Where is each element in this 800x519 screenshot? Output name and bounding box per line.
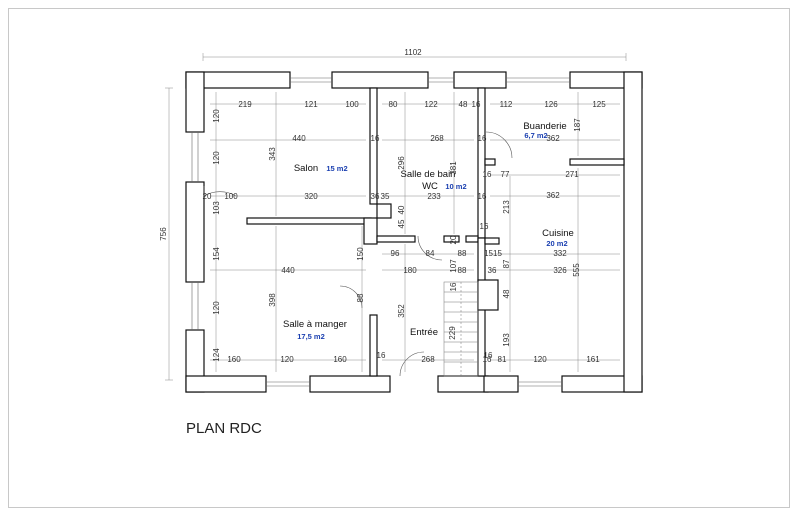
dim-sdb-top-4: 16 [472, 100, 481, 109]
dim-hall-4: 1515 [484, 249, 502, 258]
dim-cuis-left-3: 193 [502, 333, 511, 347]
dim-hall-3: 88 [458, 249, 467, 258]
dim-salon-left-2: 120 [212, 151, 221, 165]
dim-entree-height: 352 [397, 304, 406, 318]
outer-walls [185, 71, 643, 393]
dim-hall-v-2: 16 [449, 282, 458, 291]
dim-cuis-left-1: 87 [502, 259, 511, 268]
dim-sdb-width: 268 [430, 134, 444, 143]
dim-salon-bottom-2: 100 [224, 192, 238, 201]
dim-salon-height: 343 [268, 147, 277, 161]
dim-cuis-bottom-4: 161 [586, 355, 600, 364]
room-area-cuisine: 20 m2 [546, 239, 567, 248]
dim-entree-side-1: 16 [377, 351, 386, 360]
room-name-buanderie: Buanderie [523, 121, 566, 132]
dim-cuis-bottom-2: 81 [498, 355, 507, 364]
dim-cuis-left-2: 48 [502, 289, 511, 298]
dim-sam-height-1: 398 [268, 293, 277, 307]
dim-sam-height-2: 150 [356, 247, 365, 261]
dim-sdb-top-2: 122 [424, 100, 438, 109]
dim-buan-top-1: 112 [500, 100, 513, 109]
room-area-wc: 10 m2 [445, 182, 466, 191]
dim-cuis-height-2: 555 [572, 263, 581, 277]
dim-buan-top-3: 125 [592, 100, 606, 109]
dim-stair: 229 [448, 326, 457, 340]
dim-corridor-1: 45 [397, 219, 406, 228]
dim-sdb-bottom-3: 233 [427, 192, 441, 201]
dim-cuis-mid-2: 326 [553, 266, 567, 275]
overall-height-label: 756 [159, 227, 168, 241]
dim-salon-top-1: 219 [238, 100, 252, 109]
dim-buan-top-2: 126 [544, 100, 558, 109]
overall-width-label: 1102 [404, 48, 422, 57]
dim-sam-left-2: 120 [212, 301, 221, 315]
dim-sdb-bottom-4: 16 [478, 192, 487, 201]
dim-sam-bottom-2: 120 [280, 355, 294, 364]
staircase [443, 281, 479, 377]
dim-hall-1: 96 [391, 249, 400, 258]
dim-sdb-top-3: 48 [459, 100, 468, 109]
dim-hall-6: 107 [449, 259, 458, 273]
dim-sdb-side-1: 16 [371, 134, 380, 143]
dim-sdb-top-1: 80 [389, 100, 398, 109]
dim-salon-left-3: 103 [212, 201, 221, 215]
dim-salon-bottom-1: 20 [203, 192, 212, 201]
dim-sam-left-1: 154 [212, 247, 221, 261]
room-area-salon: 15 m2 [326, 164, 347, 173]
dim-sdb-bottom-1: 36 [371, 192, 380, 201]
dim-sam-bottom-3: 160 [333, 355, 347, 364]
dim-sam-width: 440 [281, 266, 295, 275]
room-name-cuisine: Cuisine [542, 228, 574, 239]
room-area-sam: 17,5 m2 [297, 332, 325, 341]
dim-salon-left-1: 120 [212, 109, 221, 123]
room-name-sdb: Salle de bain [401, 169, 456, 180]
dim-cuis-bottom-1: 16 [483, 355, 492, 364]
dim-hall-7: 88 [458, 266, 467, 275]
dim-sam-height-3: 88 [356, 293, 365, 302]
dim-salon-bottom-3: 320 [304, 192, 318, 201]
dim-sdb-bottom-2: 35 [381, 192, 390, 201]
room-name-sam: Salle à manger [283, 319, 347, 330]
windows [191, 77, 570, 387]
dim-sdb-side-2: 16 [478, 134, 487, 143]
dim-hall-v-3: 16 [480, 222, 489, 231]
dim-salon-top-2: 121 [304, 100, 318, 109]
dim-sam-left-3: 124 [212, 348, 221, 362]
dimension-guides [210, 92, 620, 372]
dim-hall-8: 36 [488, 266, 497, 275]
plan-title: PLAN RDC [186, 420, 262, 437]
room-name-entree: Entrée [410, 327, 438, 338]
dim-cuis-height-1: 213 [502, 200, 511, 214]
dim-salon-width: 440 [292, 134, 306, 143]
dim-cuis-bottom-3: 120 [533, 355, 547, 364]
dim-buan-width: 362 [546, 134, 560, 143]
dim-buan-mid-3: 271 [565, 170, 579, 179]
dim-sdb-height-1: 296 [397, 156, 406, 170]
room-area-buanderie: 6,7 m2 [524, 131, 547, 140]
dim-buan-mid-2: 77 [501, 170, 510, 179]
room-name-salon: Salon [294, 163, 318, 174]
dim-sam-bottom-1: 160 [227, 355, 241, 364]
dim-hall-5: 180 [403, 266, 417, 275]
doors [203, 131, 513, 377]
page-frame [8, 8, 790, 508]
dim-cuis-mid-1: 332 [553, 249, 567, 258]
dim-sdb-height-2: 381 [449, 161, 458, 175]
dim-hall-v-1: 20 [449, 235, 458, 244]
dim-buan-height: 187 [573, 118, 582, 132]
dim-entree-width: 268 [421, 355, 435, 364]
dim-salon-top-3: 100 [345, 100, 359, 109]
dim-hall-2: 84 [426, 249, 435, 258]
dim-buan-mid-1: 16 [483, 170, 492, 179]
room-name-wc: WC [422, 181, 438, 192]
inner-walls [246, 87, 625, 377]
dim-entree-side-2: 16 [484, 351, 493, 360]
dim-cuis-width: 362 [546, 191, 560, 200]
dim-corridor-2: 40 [397, 205, 406, 214]
